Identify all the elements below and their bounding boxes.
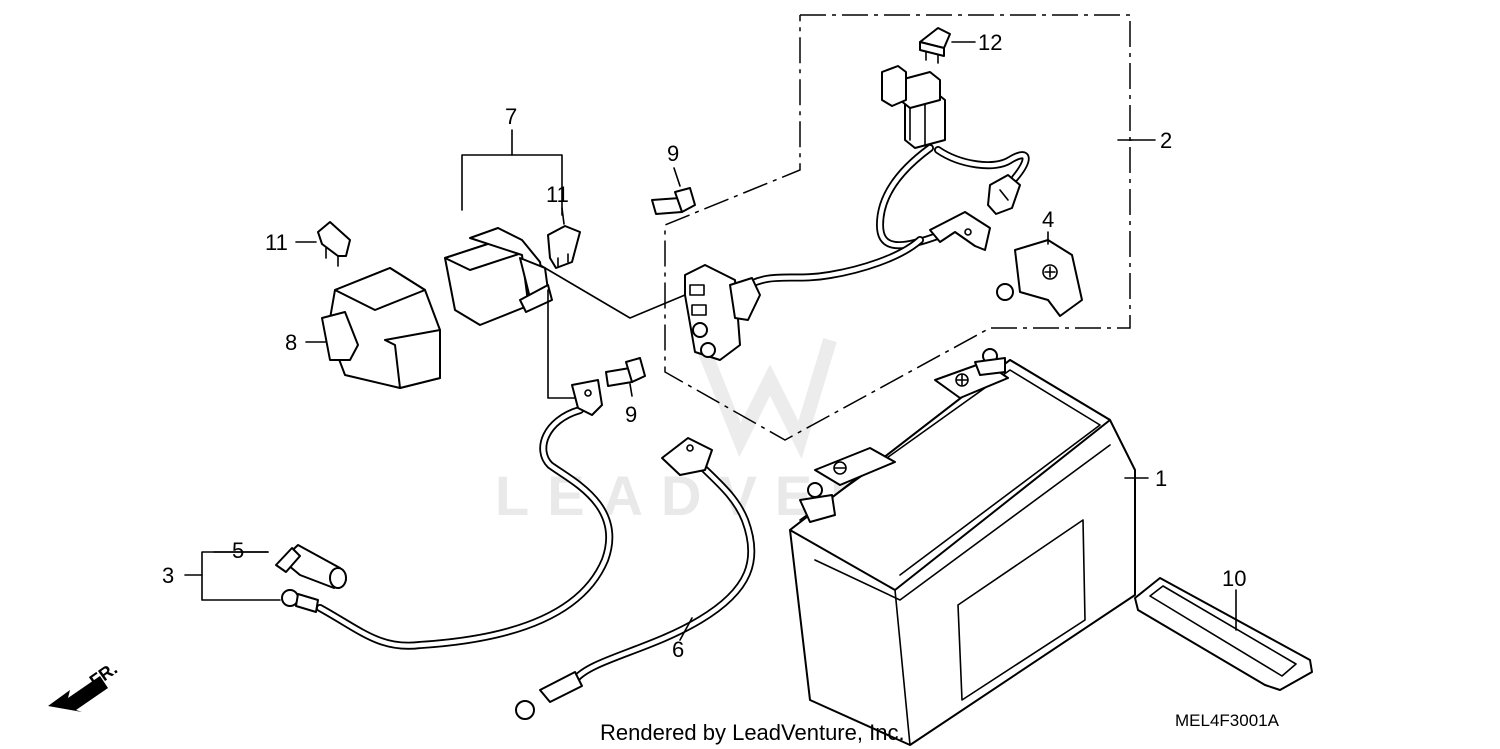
callout-12: 12 xyxy=(978,30,1002,55)
footer-credit: Rendered by LeadVenture, Inc. xyxy=(600,720,905,745)
front-direction-arrow-icon: FR. xyxy=(48,658,121,712)
part-4-terminal-cover xyxy=(996,231,1083,317)
part-3-positive-cable xyxy=(184,379,614,650)
part-12-fuse xyxy=(919,27,976,64)
harness-boundary xyxy=(664,14,1131,441)
part-11-fuse-left xyxy=(295,221,351,267)
part-7-starter-relay xyxy=(444,129,686,399)
part-2-sub-harness xyxy=(684,65,1030,361)
part-10-battery-band xyxy=(1134,577,1313,691)
callout-6: 6 xyxy=(672,637,684,662)
diagram-code: MEL4F3001A xyxy=(1175,711,1280,730)
leader-lines xyxy=(213,139,1156,553)
callout-10: 10 xyxy=(1222,566,1246,591)
callout-11-left: 11 xyxy=(265,230,288,255)
callout-4: 4 xyxy=(1042,207,1054,232)
callout-8: 8 xyxy=(285,330,297,355)
part-6-negative-cable xyxy=(515,437,756,720)
callout-9-upper: 9 xyxy=(667,141,679,166)
part-1-battery xyxy=(789,348,1149,746)
part-9-bolt-upper xyxy=(651,167,696,215)
callout-2: 2 xyxy=(1160,128,1172,153)
callout-1: 1 xyxy=(1155,466,1167,491)
callout-3: 3 xyxy=(162,563,174,588)
callout-5: 5 xyxy=(232,538,244,563)
part-8-relay-cover xyxy=(305,267,441,389)
callout-11-right: 11 xyxy=(546,182,569,207)
part-11-fuse-right xyxy=(547,207,581,269)
part-9-bolt-lower xyxy=(605,357,646,397)
callout-7: 7 xyxy=(505,104,517,129)
callout-9-lower: 9 xyxy=(625,402,637,427)
